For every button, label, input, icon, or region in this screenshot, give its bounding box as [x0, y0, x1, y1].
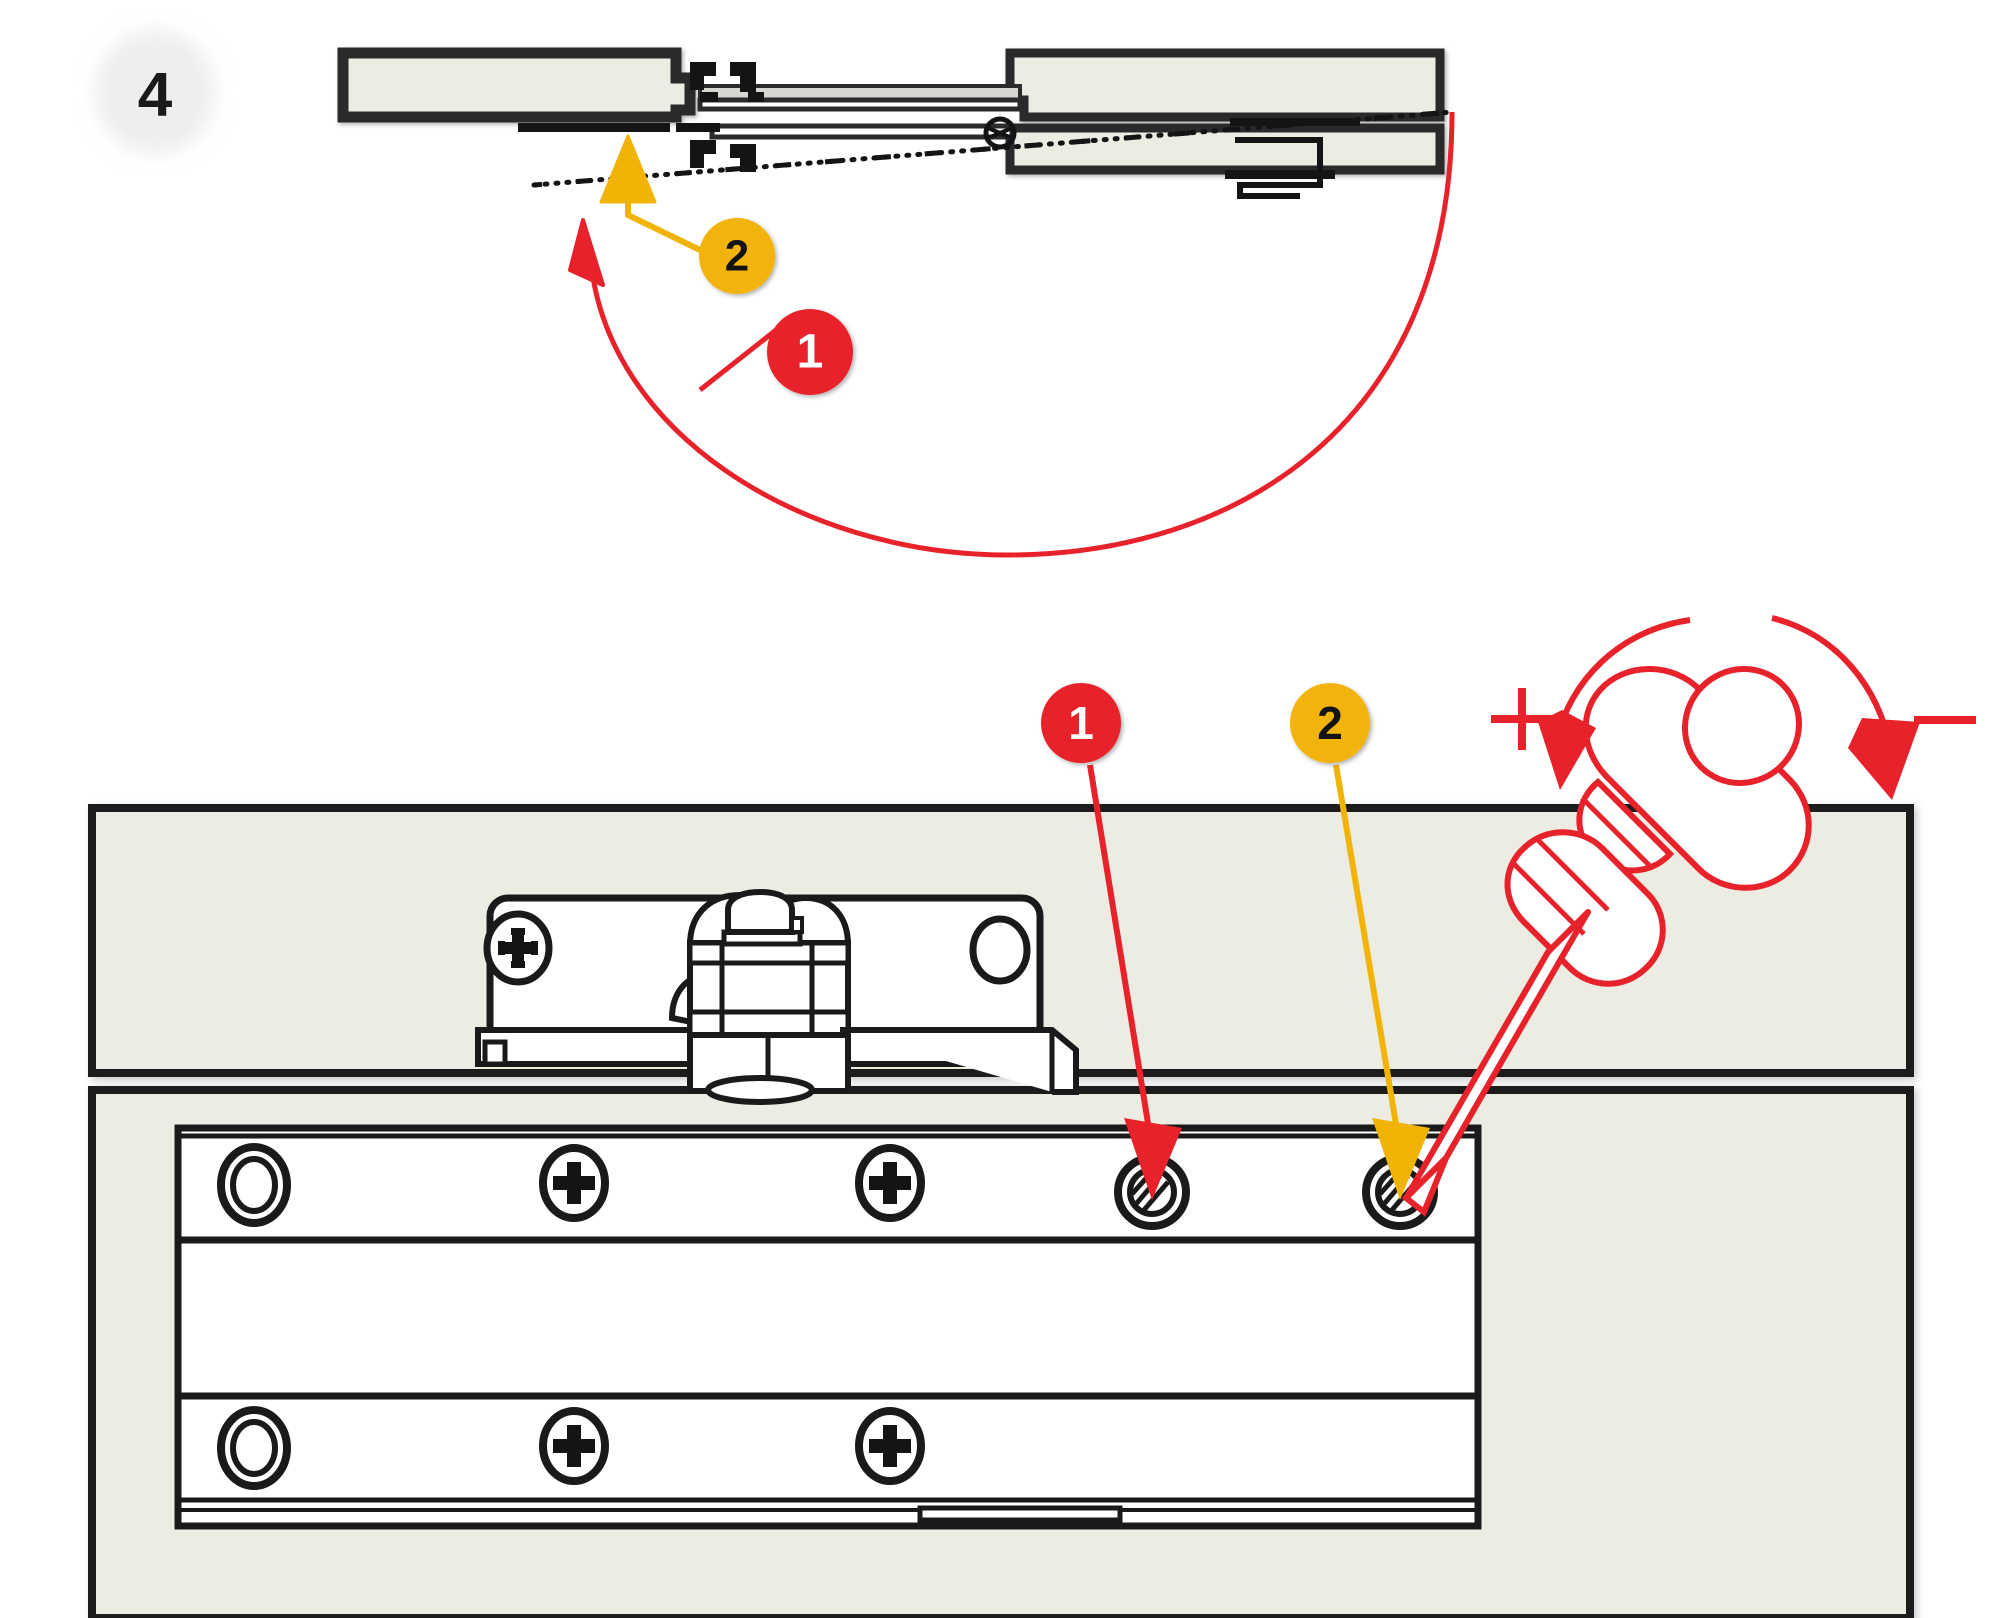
pivot-point-marker — [983, 116, 1017, 150]
oval-hole-lower-rail — [217, 1406, 291, 1490]
phillips-screw-plate — [483, 910, 553, 986]
phillips-screw-lower-1 — [539, 1407, 609, 1485]
callout-badge-top-1[interactable]: 1 — [767, 309, 853, 395]
callout-badge-top-2[interactable]: 2 — [699, 218, 775, 294]
latch-direction-arrowhead — [599, 134, 702, 253]
phillips-screw-upper-1 — [539, 1144, 609, 1222]
phillips-screw-lower-2 — [855, 1407, 925, 1485]
top-section-view — [337, 47, 1455, 558]
door-swing-arc — [587, 111, 1455, 558]
callout-badge-top-1-label: 1 — [797, 326, 824, 379]
plus-symbol — [1491, 688, 1553, 750]
oval-hole-upper-rail — [217, 1143, 291, 1227]
rail-bottom-lip — [917, 1505, 1123, 1523]
frame-block-right — [1005, 48, 1445, 175]
swing-arc-arrowhead — [568, 218, 605, 287]
screwdriver-tool — [1401, 665, 1812, 1217]
minus-symbol — [1914, 716, 1976, 724]
callout-badge-top-2-label: 2 — [725, 232, 749, 281]
callout-badge-bottom-2-label: 2 — [1317, 697, 1343, 749]
oval-hole-plate — [969, 915, 1031, 985]
door-leaf-left — [337, 47, 696, 123]
phillips-screw-upper-2 — [855, 1144, 925, 1222]
leader-line-red-top — [698, 328, 778, 392]
callout-leaders-bottom — [1087, 764, 1430, 1200]
hinge-arm — [840, 1027, 1079, 1095]
callout-badge-bottom-1[interactable]: 1 — [1041, 683, 1121, 763]
callout-badge-bottom-2[interactable]: 2 — [1290, 683, 1370, 763]
closer-arm-linkage — [690, 62, 1023, 172]
hardware-ticks — [518, 118, 1360, 179]
swing-guide-line — [531, 109, 1455, 188]
step-number-label: 4 — [138, 61, 173, 130]
callout-badge-bottom-1-label: 1 — [1068, 697, 1094, 749]
rail-mid-body — [174, 1236, 1482, 1404]
rotation-arrows — [1491, 615, 1976, 800]
step-number: 4 — [138, 61, 173, 130]
adjustment-rail-lower — [174, 1392, 1482, 1530]
step-number-badge — [95, 30, 215, 154]
frame-lip — [1235, 137, 1323, 199]
hinge-cylinder-assembly — [668, 888, 852, 1105]
